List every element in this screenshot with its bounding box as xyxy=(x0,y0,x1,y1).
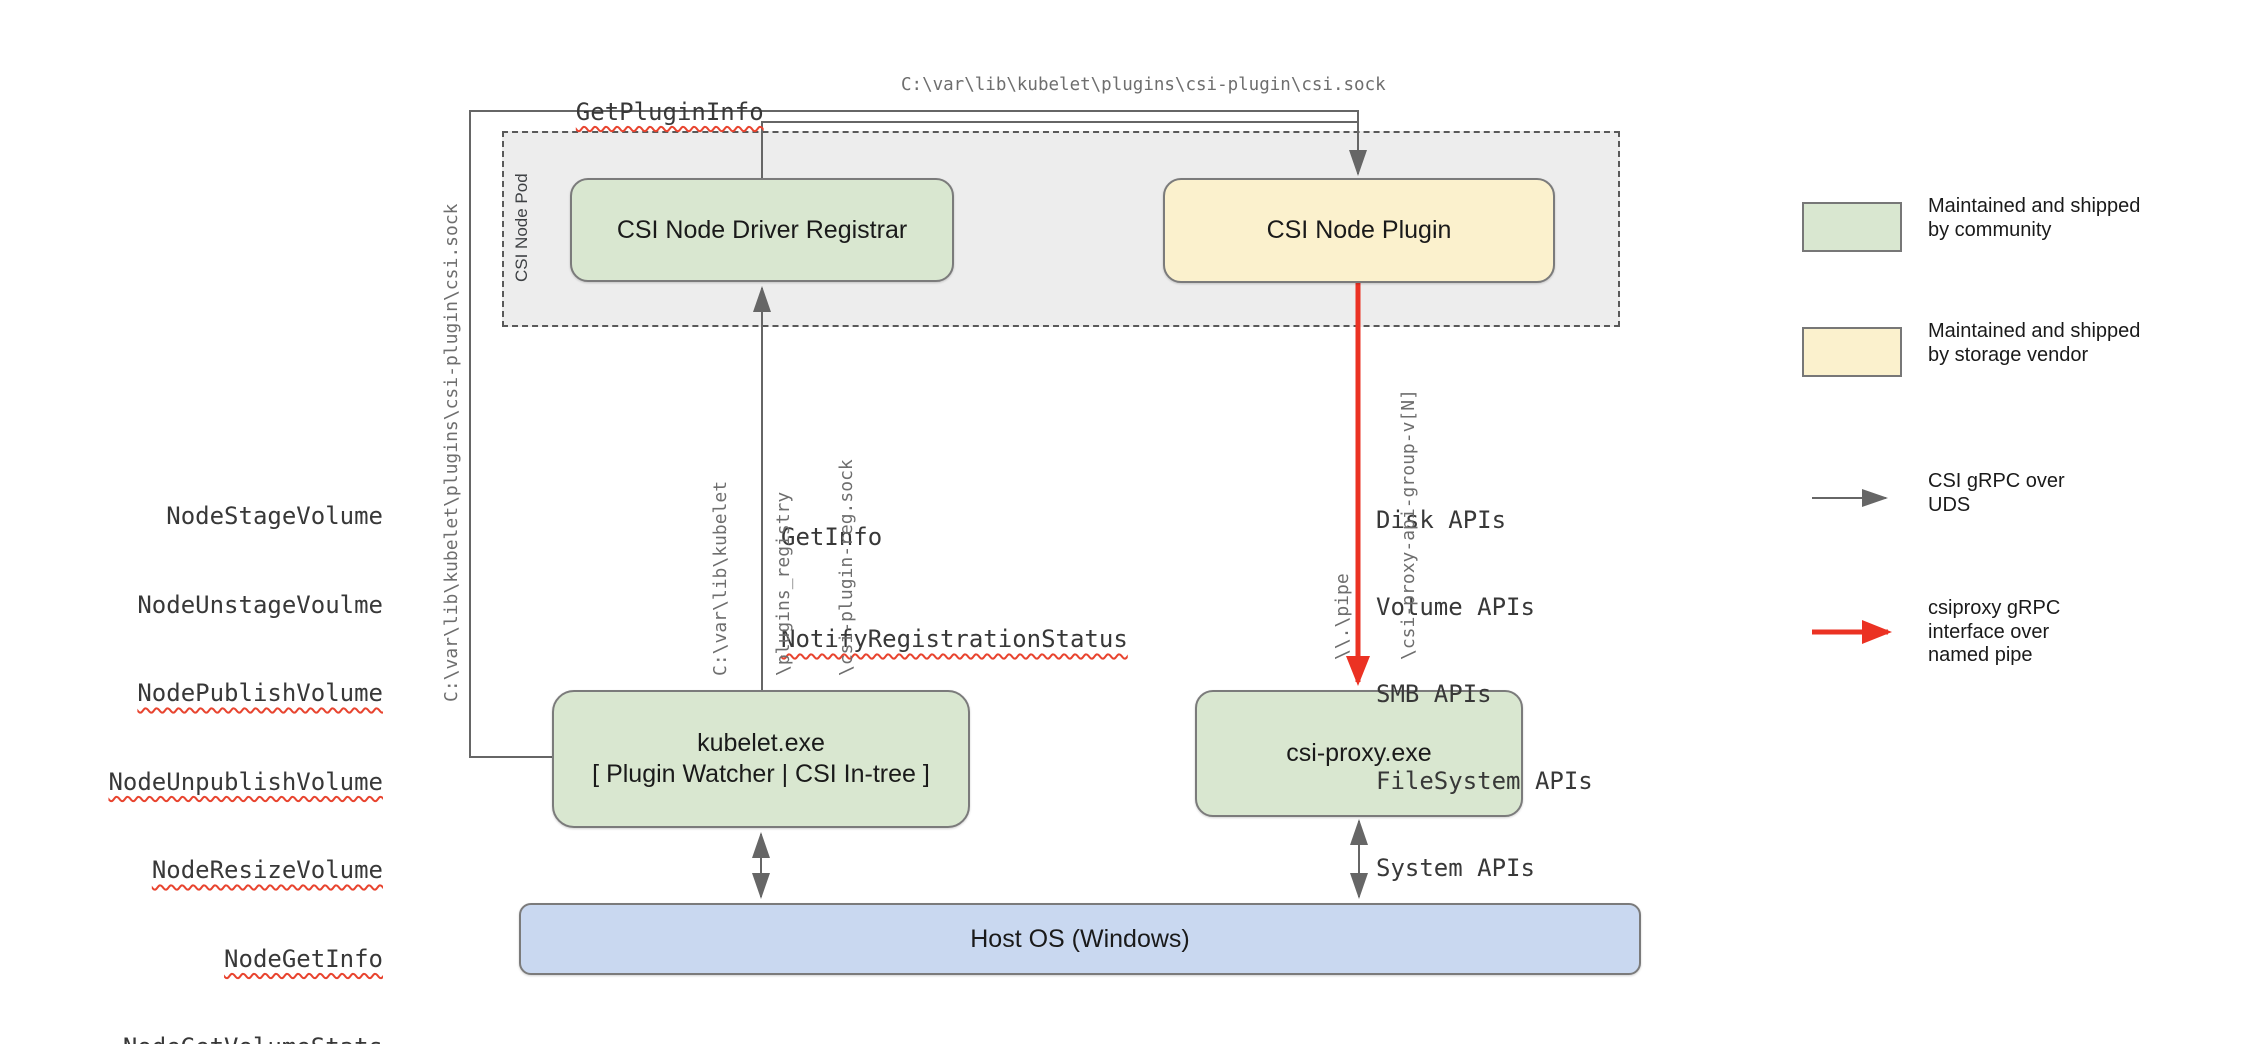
box-kubelet: kubelet.exe [ Plugin Watcher | CSI In-tr… xyxy=(552,690,970,828)
legend-community-text: Maintained and shipped by community xyxy=(1928,195,2141,241)
api-list-item: SMB APIs xyxy=(1376,680,1492,708)
box-label-plugin: CSI Node Plugin xyxy=(1266,216,1452,244)
node-rpc-item: NodeGetVolumeStats xyxy=(90,1033,383,1044)
legend-vendor-swatch xyxy=(1802,327,1902,377)
kubelet-socket-path-vertical: C:\var\lib\kubelet\plugins\csi-plugin\cs… xyxy=(441,203,462,703)
api-list-item: System APIs xyxy=(1376,854,1535,882)
csiproxy-api-list: Disk APIs Volume APIs SMB APIs FileSyste… xyxy=(1376,448,1593,941)
node-rpc-item: NodeResizeVolume xyxy=(151,856,383,884)
node-rpc-item: NodeUnstageVoulme xyxy=(137,590,383,619)
box-csi-proxy: csi-proxy.exe xyxy=(1195,690,1523,817)
arrow-kubelet-to-plugin xyxy=(469,110,1367,758)
node-rpc-list: NodeStageVolume NodeUnstageVoulme NodePu… xyxy=(90,443,383,1044)
get-plugin-info-label: GetPluginInfo xyxy=(518,68,764,157)
registry-socket-path-vertical: C:\var\lib\kubelet \plugins_registry \cs… xyxy=(710,459,857,676)
arrow-registrar-to-plugin xyxy=(761,121,1357,178)
box-host-os: Host OS (Windows) xyxy=(519,903,1641,975)
get-plugin-info-text: GetPluginInfo xyxy=(575,97,764,126)
node-rpc-item: NodeGetInfo xyxy=(224,944,383,973)
box-label-kubelet-line1: kubelet.exe xyxy=(697,729,825,757)
legend-namedpipe-text: csiproxy gRPC interface over named pipe xyxy=(1928,597,2061,666)
registration-call-item: NotifyRegistrationStatus xyxy=(781,625,1128,653)
box-csi-node-plugin: CSI Node Plugin xyxy=(1163,178,1555,283)
legend-uds-text: CSI gRPC over UDS xyxy=(1928,470,2065,516)
box-label-host-os: Host OS (Windows) xyxy=(970,924,1190,953)
registration-calls: GetInfo NotifyRegistrationStatus xyxy=(781,452,1128,724)
api-list-item: Volume APIs xyxy=(1376,593,1535,621)
registration-call-item: GetInfo xyxy=(781,523,883,551)
node-rpc-item: NodePublishVolume xyxy=(137,679,383,707)
node-rpc-item: NodeStageVolume xyxy=(166,502,383,530)
api-list-item: Disk APIs xyxy=(1376,506,1507,534)
box-label-registrar: CSI Node Driver Registrar xyxy=(616,215,908,244)
box-label-kubelet-line2: [ Plugin Watcher | CSI In-tree ] xyxy=(592,760,930,788)
api-list-item: FileSystem APIs xyxy=(1376,767,1593,795)
node-rpc-item: NodeUnpublishVolume xyxy=(108,767,383,796)
box-csi-node-driver-registrar: CSI Node Driver Registrar xyxy=(570,178,954,282)
legend-community-swatch xyxy=(1802,202,1902,252)
plugin-socket-path-label: C:\var\lib\kubelet\plugins\csi-plugin\cs… xyxy=(901,75,1386,95)
csi-node-pod-label: CSI Node Pod xyxy=(512,173,531,282)
named-pipe-path-vertical: \\.\pipe \csi-proxy-api-group-v[N] xyxy=(1332,389,1419,660)
legend-vendor-text: Maintained and shipped by storage vendor xyxy=(1928,320,2141,366)
box-label-csi-proxy: csi-proxy.exe xyxy=(1286,739,1432,767)
